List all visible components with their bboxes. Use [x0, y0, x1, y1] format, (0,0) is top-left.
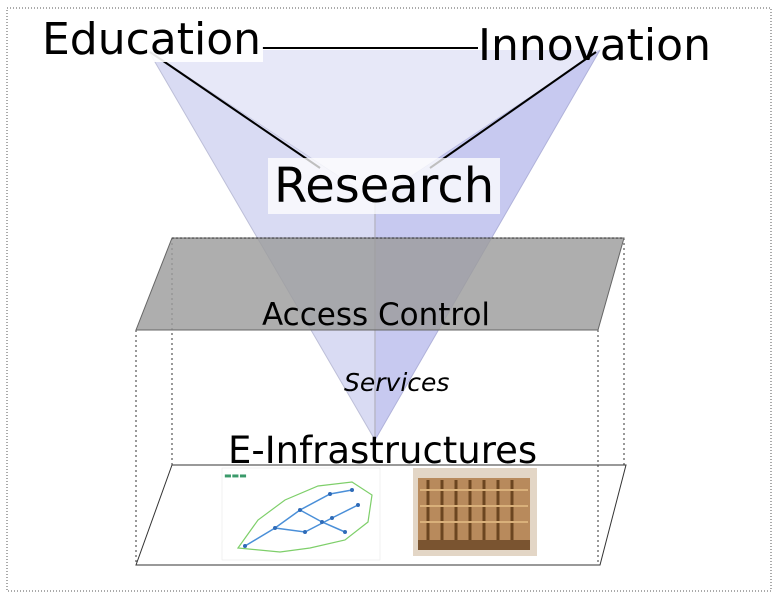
network-map-logo: ▬▬▬	[224, 471, 247, 480]
e-infrastructure-plane	[135, 464, 627, 566]
innovation-label: Innovation	[478, 20, 711, 71]
outer-frame	[6, 7, 772, 592]
map-outline	[236, 481, 373, 553]
access-control-label: Access Control	[262, 297, 491, 333]
edge-innovation-research	[429, 51, 597, 169]
network-map-image: ▬▬▬	[221, 467, 381, 561]
education-label: Education	[40, 14, 264, 65]
analytical-engine-photo	[413, 468, 537, 556]
edge-education-research	[149, 51, 321, 169]
services-label: Services	[344, 368, 450, 397]
e-infrastructures-label: E-Infrastructures	[228, 429, 538, 472]
research-label: Research	[268, 158, 501, 214]
pyramid-face-top	[148, 50, 600, 200]
